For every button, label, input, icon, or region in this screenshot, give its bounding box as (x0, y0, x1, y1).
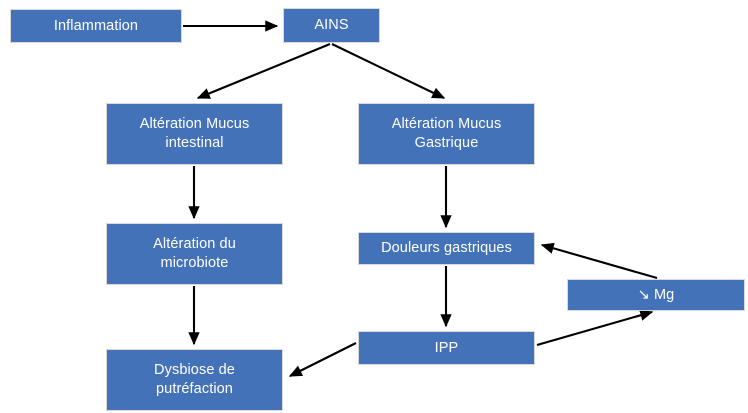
edge-ipp-to-dysbiose (288, 342, 357, 377)
edge-mg-to-douleurs (540, 242, 658, 280)
node-mucus-intestinal[interactable]: Altération Mucus intestinal (106, 103, 283, 165)
edge-ains-to-mucus-gastrique (331, 43, 446, 99)
edge-ains-to-mucus-intestinal (196, 43, 331, 99)
node-mucus-gastrique[interactable]: Altération Mucus Gastrique (358, 103, 535, 165)
node-douleurs-gastriques[interactable]: Douleurs gastriques (358, 232, 535, 265)
node-inflammation[interactable]: Inflammation (10, 9, 182, 43)
edge-ipp-to-mg (536, 309, 654, 347)
node-ipp[interactable]: IPP (358, 331, 535, 365)
node-mg-decrease[interactable]: ↘ Mg (567, 279, 745, 311)
node-dysbiose[interactable]: Dysbiose de putréfaction (106, 349, 283, 411)
node-ains[interactable]: AINS (283, 8, 380, 43)
node-microbiote[interactable]: Altération du microbiote (106, 223, 283, 285)
